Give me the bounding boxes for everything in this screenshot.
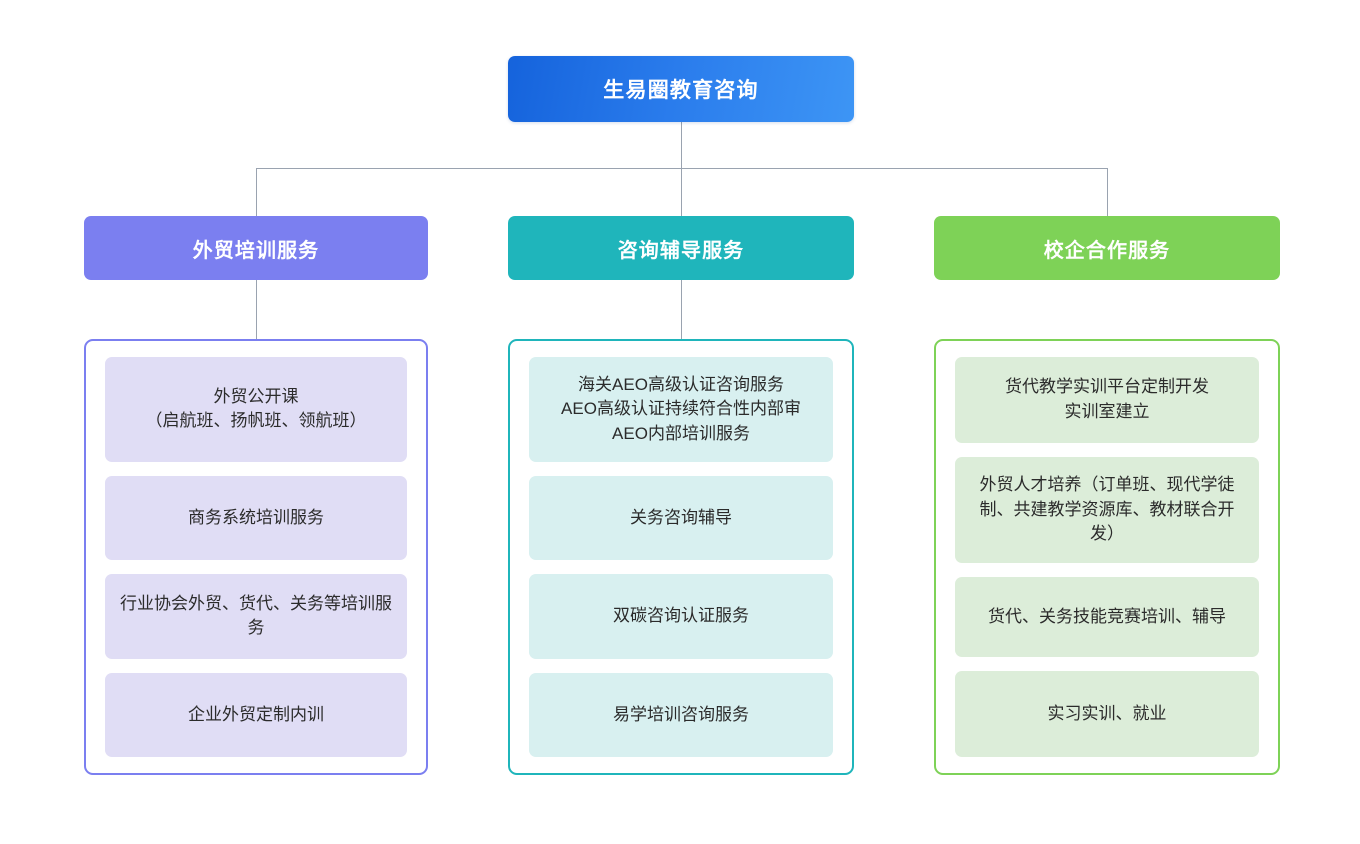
- card-spacer: [105, 462, 407, 476]
- branch-header-label: 外贸培训服务: [192, 239, 320, 262]
- leaf-card[interactable]: 货代教学实训平台定制开发 实训室建立: [955, 357, 1259, 443]
- card-spacer: [955, 657, 1259, 671]
- branch-header-waimao-peixun[interactable]: 外贸培训服务: [84, 216, 428, 280]
- leaf-card[interactable]: 企业外贸定制内训: [105, 672, 407, 758]
- connector-drop-col-3: [1107, 168, 1108, 216]
- leaf-card[interactable]: 海关AEO高级认证咨询服务 AEO高级认证持续符合性内部审 AEO内部培训服务: [529, 357, 833, 462]
- branch-body-waimao-peixun: 外贸公开课 （启航班、扬帆班、领航班） 商务系统培训服务 行业协会外贸、货代、关…: [84, 339, 428, 775]
- connector-drop-col-2: [681, 168, 682, 216]
- connector-root-stem: [681, 122, 682, 168]
- leaf-card[interactable]: 商务系统培训服务: [105, 475, 407, 561]
- leaf-card[interactable]: 易学培训咨询服务: [529, 672, 833, 758]
- root-node[interactable]: 生易圈教育咨询: [508, 56, 854, 122]
- leaf-card[interactable]: 货代、关务技能竞赛培训、辅导: [955, 577, 1259, 658]
- connector-stem-col-1-body: [256, 280, 257, 339]
- branch-body-xiaoqi-hezuo: 货代教学实训平台定制开发 实训室建立 外贸人才培养（订单班、现代学徒制、共建教学…: [934, 339, 1280, 775]
- leaf-card[interactable]: 实习实训、就业: [955, 671, 1259, 757]
- branch-header-label: 校企合作服务: [1043, 239, 1171, 262]
- leaf-card[interactable]: 外贸公开课 （启航班、扬帆班、领航班）: [105, 357, 407, 462]
- branch-header-xiaoqi-hezuo[interactable]: 校企合作服务: [934, 216, 1280, 280]
- card-spacer: [955, 563, 1259, 577]
- leaf-card[interactable]: 双碳咨询认证服务: [529, 574, 833, 659]
- branch-body-zixun-fudao: 海关AEO高级认证咨询服务 AEO高级认证持续符合性内部审 AEO内部培训服务 …: [508, 339, 854, 775]
- connector-stem-col-2-body: [681, 280, 682, 339]
- card-spacer: [105, 560, 407, 574]
- branch-header-label: 咨询辅导服务: [617, 239, 745, 262]
- leaf-card[interactable]: 关务咨询辅导: [529, 475, 833, 561]
- leaf-card[interactable]: 外贸人才培养（订单班、现代学徒制、共建教学资源库、教材联合开发）: [955, 456, 1259, 564]
- card-spacer: [529, 659, 833, 673]
- root-node-label: 生易圈教育咨询: [603, 79, 759, 102]
- branch-header-zixun-fudao[interactable]: 咨询辅导服务: [508, 216, 854, 280]
- card-spacer: [105, 659, 407, 673]
- card-spacer: [955, 443, 1259, 457]
- leaf-card[interactable]: 行业协会外贸、货代、关务等培训服务: [105, 574, 407, 659]
- card-spacer: [529, 462, 833, 476]
- card-spacer: [529, 560, 833, 574]
- connector-drop-col-1: [256, 168, 257, 216]
